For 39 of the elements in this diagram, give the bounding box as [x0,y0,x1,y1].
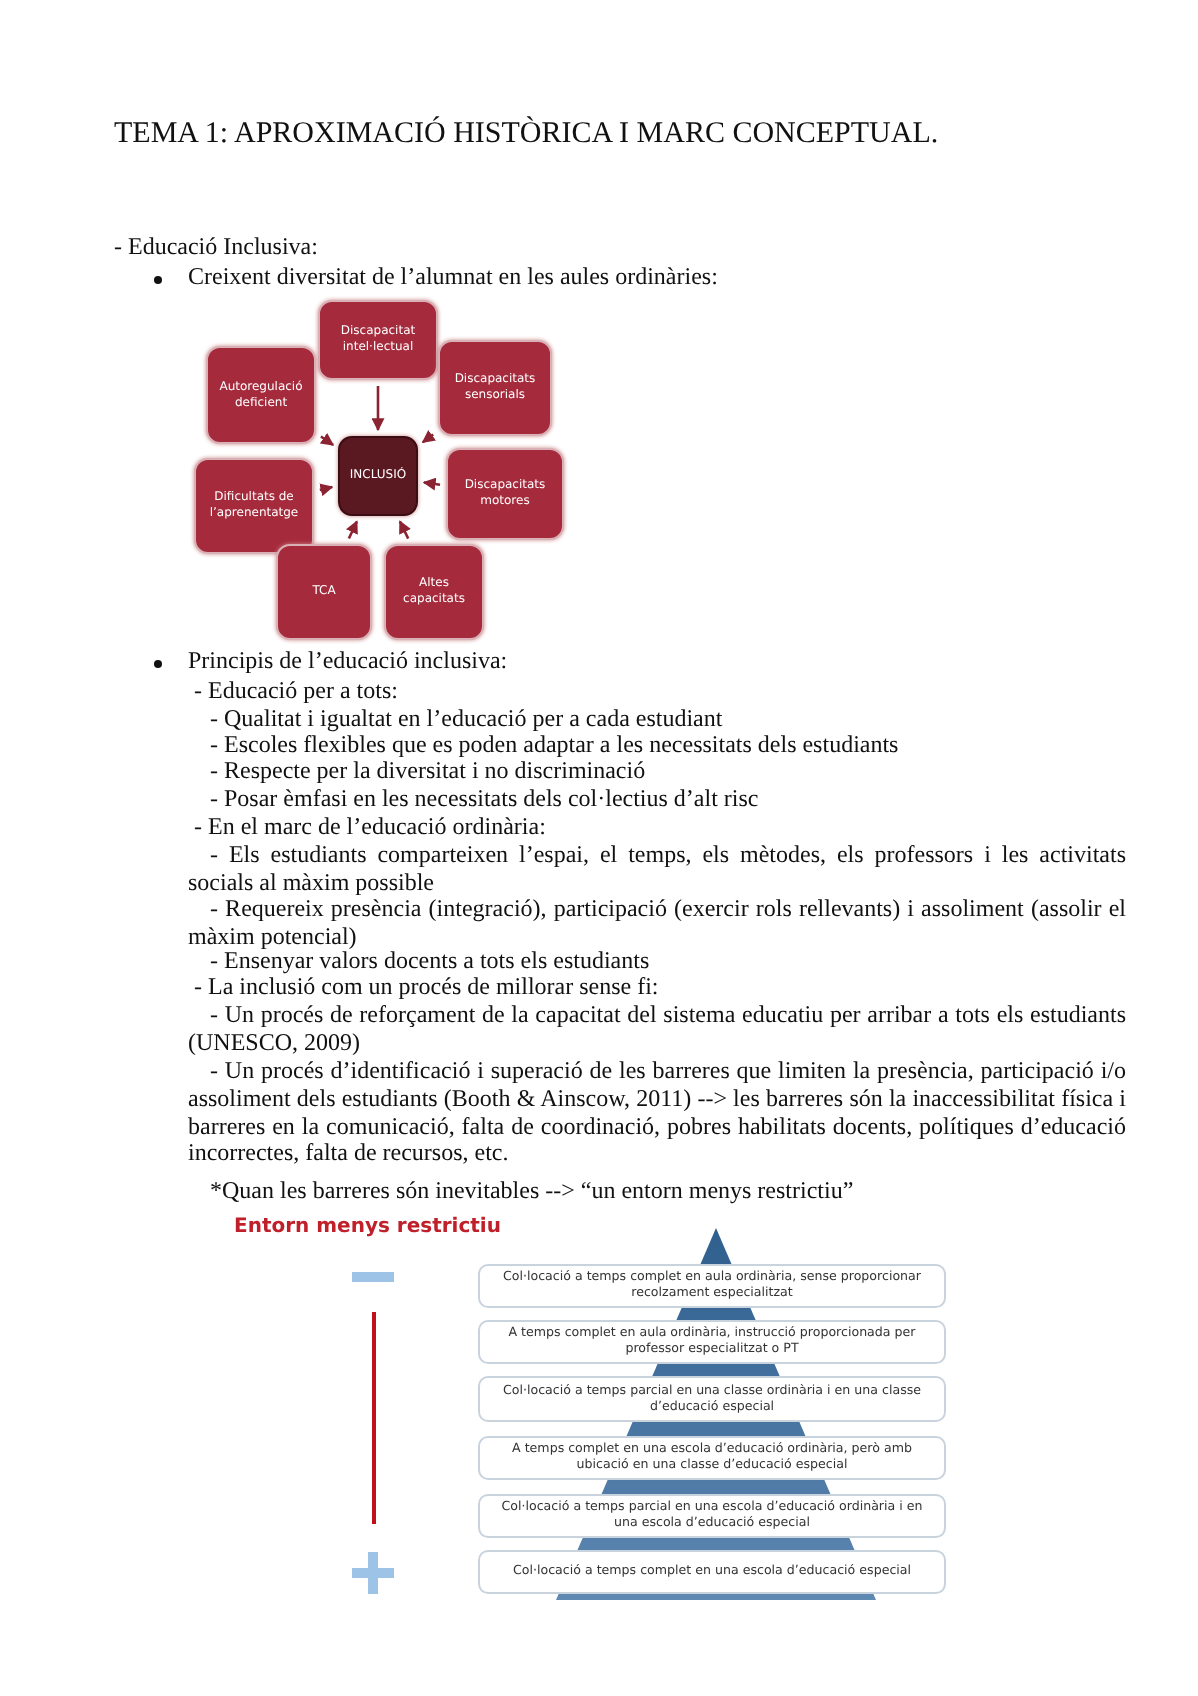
paragraph: - Un procés de reforçament de la capacitat del sistema educatiu per arribar a tots els estudiants (UNESCO, 2009) [188,1002,1126,1058]
paragraph: - Un procés d’identificació i superació de les barreres que limiten la presència, participació i/o assoliment dels estudiants (Booth & Ainscow, 2011) --> les barreres són la inaccessibilitat física i barreres en la comunicació, falta de coordinació, pobres habilitats docents, polítiques d’educació incorrectes, falta de recursos, etc. [188,1058,1126,1169]
category-box [206,346,316,444]
text-line: Principis de l’educació inclusiva: [188,648,508,676]
level-box [478,1550,946,1594]
text-line: - Ensenyar valors docents a tots els estudiants [210,948,650,976]
text-line: - Respecte per la diversitat i no discriminació [210,758,646,786]
arrow [421,430,437,444]
arrow [371,386,385,432]
text-line: - Educació per a tots: [194,678,398,706]
category-box [446,448,564,540]
text-line: *Quan les barreres són inevitables --> “un entorn menys restrictiu” [210,1178,854,1206]
arrow [346,520,359,540]
category-box [276,544,372,640]
text-line: - Qualitat i igualtat en l’educació per a cada estudiant [210,706,723,734]
arrow [319,432,335,446]
category-box [438,340,552,436]
center-box [338,436,418,516]
text-line: - Posar èmfasi en les necessitats dels col·lectius d’alt risc [210,786,759,814]
text-line: - Escoles flexibles que es poden adaptar a les necessitats dels estudiants [210,732,899,760]
category-box [194,458,314,554]
arrow [422,477,441,491]
text-line: Creixent diversitat de l’alumnat en les aules ordinàries: [188,264,718,292]
category-box [384,544,484,640]
text-line: - En el marc de l’educació ordinària: [194,814,546,842]
heading: Entorn menys restrictiu [234,1214,501,1242]
level-box [478,1264,946,1308]
level-box [478,1320,946,1364]
arrow [319,483,334,497]
text-line: - La inclusió com un procés de millorar sense fi: [194,974,659,1002]
category-box [318,300,438,380]
level-box [478,1436,946,1480]
page-title: TEMA 1: APROXIMACIÓ HISTÒRICA I MARC CONCEPTUAL. [114,116,939,152]
level-box [478,1494,946,1538]
text-line: - Educació Inclusiva: [114,234,318,262]
arrow [398,520,411,540]
paragraph: - Requereix presència (integració), participació (exercir rols rellevants) i assoliment (assolir el màxim potencial) [188,896,1126,951]
paragraph: - Els estudiants comparteixen l’espai, el temps, els mètodes, els professors i les activitats socials al màxim possible [188,842,1126,898]
level-box [478,1376,946,1422]
